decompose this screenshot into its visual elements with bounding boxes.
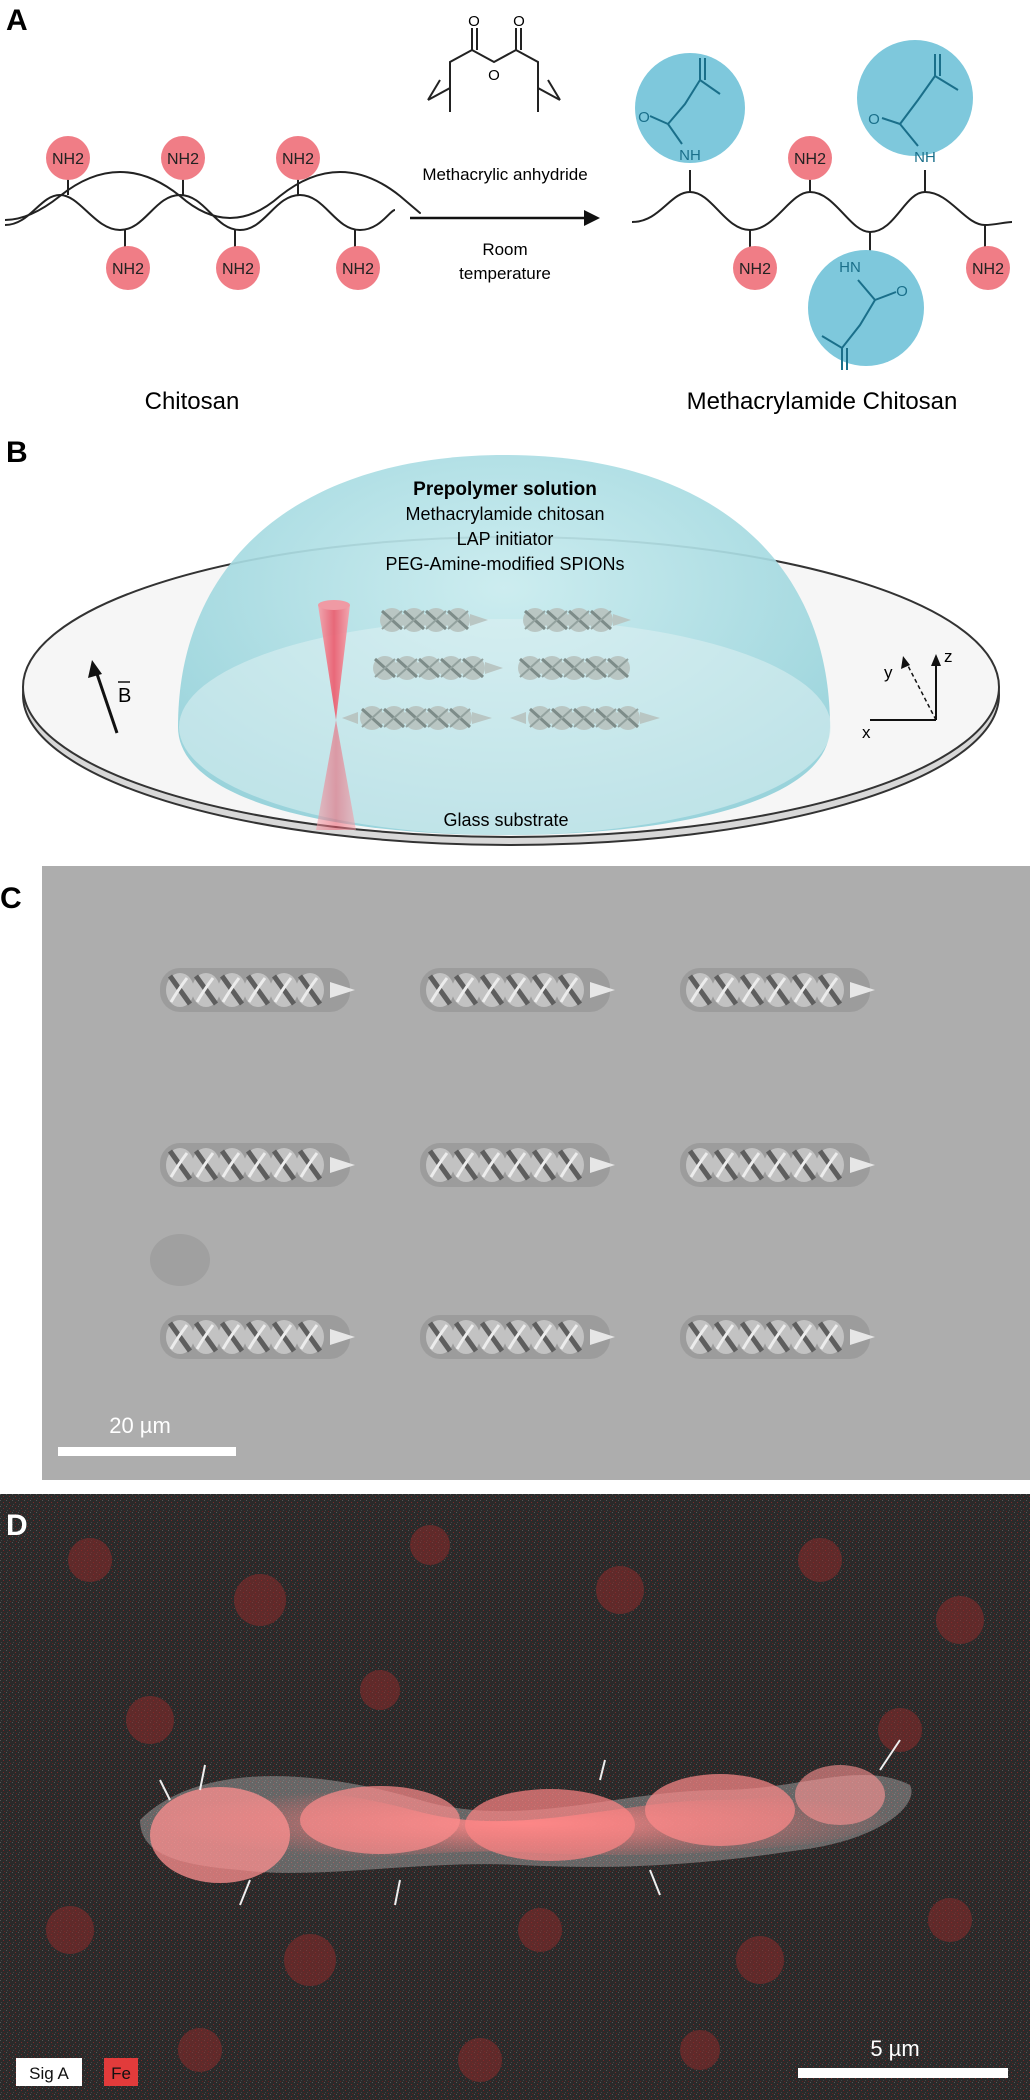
- amine-group: NH2: [336, 230, 380, 290]
- svg-text:NH2: NH2: [794, 151, 826, 168]
- svg-text:NH2: NH2: [222, 261, 254, 278]
- amine-group: NH2: [276, 136, 320, 195]
- legend-fe: Fe: [104, 2058, 138, 2086]
- svg-text:NH2: NH2: [972, 261, 1004, 278]
- amide-group: HN O: [808, 232, 924, 370]
- helix-sem-signal: [140, 1739, 912, 1906]
- methacrylamide-chitosan-caption: Methacrylamide Chitosan: [687, 388, 958, 415]
- legend-siga: Sig A: [16, 2058, 82, 2086]
- svg-text:Sig A: Sig A: [29, 2064, 69, 2083]
- dome-base: [179, 619, 831, 835]
- amide-group: NH O: [635, 53, 745, 192]
- scale-bar-c-label: 20 µm: [109, 1413, 171, 1438]
- svg-text:NH2: NH2: [112, 261, 144, 278]
- svg-text:Fe: Fe: [111, 2064, 131, 2083]
- svg-text:NH: NH: [914, 149, 936, 166]
- helix-array-right: [510, 606, 660, 732]
- coordinate-axes: [870, 654, 941, 721]
- helix-array-left: [342, 606, 503, 732]
- svg-text:NH2: NH2: [739, 261, 771, 278]
- axis-z-label: z: [944, 647, 953, 666]
- carbonyl-oxygen-label: O: [468, 13, 480, 30]
- scale-bar-d-label: 5 µm: [870, 2036, 919, 2061]
- panel-a-letter: A: [6, 4, 28, 37]
- scale-bar-c: [58, 1447, 236, 1456]
- svg-text:NH: NH: [679, 147, 701, 164]
- svg-text:NH2: NH2: [342, 261, 374, 278]
- svg-text:O: O: [868, 111, 880, 128]
- amine-group: NH2: [106, 230, 150, 290]
- prepolymer-line-2: LAP initiator: [457, 529, 554, 549]
- amine-group: NH2: [966, 225, 1010, 290]
- prepolymer-line-1: Methacrylamide chitosan: [405, 504, 604, 524]
- amine-group: NH2: [161, 136, 205, 195]
- panel-d-letter: D: [6, 1509, 28, 1542]
- axis-y-label: y: [884, 663, 893, 682]
- printed-microhelices: [160, 968, 875, 1359]
- panel-d: D Sig A Fe 5 µm: [0, 1494, 1030, 2100]
- amine-group: NH2: [46, 136, 90, 195]
- prepolymer-line-3: PEG-Amine-modified SPIONs: [385, 554, 624, 574]
- svg-text:NH2: NH2: [167, 151, 199, 168]
- prepolymer-title: Prepolymer solution: [413, 479, 597, 500]
- amine-group: NH2: [733, 230, 777, 290]
- panel-c: C 20 µm: [0, 866, 1030, 1480]
- svg-text:NH2: NH2: [282, 151, 314, 168]
- svg-text:HN: HN: [839, 259, 861, 276]
- anhydride-structure: [427, 28, 561, 112]
- svg-text:NH2: NH2: [52, 151, 84, 168]
- reagent-label: Methacrylic anhydride: [422, 165, 587, 184]
- laser-lower-cone: [316, 720, 356, 830]
- chitosan-caption: Chitosan: [145, 388, 240, 415]
- panel-b: B Prepolymer solution Methacrylamide chi…: [6, 436, 1000, 846]
- glass-substrate-label: Glass substrate: [443, 810, 568, 830]
- chitosan-chain: [4, 193, 396, 232]
- scale-bar-d: [798, 2068, 1008, 2078]
- methacrylamide-chain: [631, 190, 1013, 234]
- panel-a: A NH2 NH2 NH2 NH2 NH2: [4, 4, 1013, 415]
- condition-line-1: Room: [482, 240, 527, 259]
- panel-b-letter: B: [6, 436, 28, 469]
- micrograph-artifact: [150, 1234, 210, 1286]
- axis-x-label: x: [862, 723, 871, 742]
- magnetic-field-arrow: [88, 660, 119, 734]
- svg-text:O: O: [896, 283, 908, 300]
- svg-text:O: O: [638, 109, 650, 126]
- bridge-oxygen-label: O: [488, 67, 500, 84]
- laser-focus-cone: [318, 605, 350, 720]
- magnetic-field-label: B: [118, 685, 131, 707]
- carbonyl-oxygen-label: O: [513, 13, 525, 30]
- amide-group: NH O: [857, 40, 973, 192]
- fe-background-speckle: [46, 1525, 984, 2082]
- amine-group: NH2: [788, 136, 832, 192]
- panel-c-letter: C: [0, 882, 22, 915]
- amine-group: NH2: [216, 230, 260, 290]
- reaction-arrow: [410, 210, 600, 226]
- condition-line-2: temperature: [459, 264, 551, 283]
